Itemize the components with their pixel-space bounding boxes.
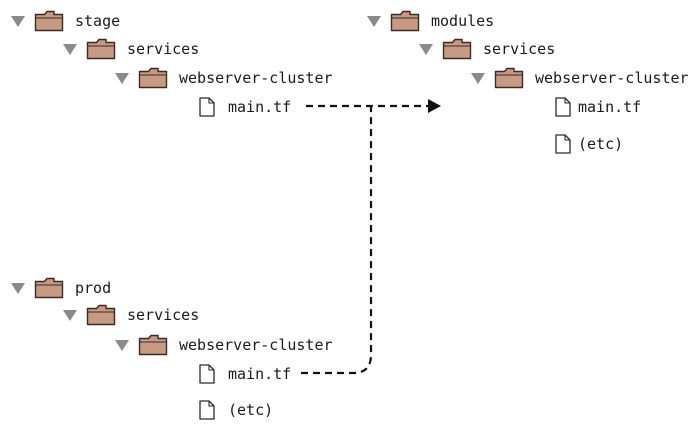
triangle-down-icon[interactable] (114, 71, 130, 85)
file-icon (555, 97, 571, 117)
arrow-prod-to-modules (301, 106, 373, 375)
folder-label-webserver-cluster: webserver-cluster (535, 69, 689, 87)
triangle-down-icon[interactable] (366, 14, 382, 28)
tree-row-modules-etc[interactable]: (etc) (555, 132, 623, 156)
folder-icon (138, 334, 168, 356)
triangle-down-icon[interactable] (418, 42, 434, 56)
tree-row-prod-cluster[interactable]: webserver-cluster (114, 333, 333, 357)
folder-icon (34, 277, 64, 299)
triangle-down-icon[interactable] (62, 308, 78, 322)
tree-row-modules-main[interactable]: main.tf (555, 95, 641, 119)
triangle-down-icon[interactable] (10, 281, 26, 295)
folder-label-webserver-cluster: webserver-cluster (179, 69, 333, 87)
folder-icon (138, 67, 168, 89)
file-icon (555, 134, 571, 154)
file-label-main-tf: main.tf (228, 365, 292, 383)
tree-row-stage-cluster[interactable]: webserver-cluster (114, 66, 333, 90)
file-label-main-tf: main.tf (228, 98, 292, 116)
folder-icon (390, 10, 420, 32)
tree-row-prod[interactable]: prod (10, 276, 111, 300)
file-label-etc: (etc) (228, 401, 274, 419)
triangle-down-icon[interactable] (470, 71, 486, 85)
triangle-down-icon[interactable] (62, 42, 78, 56)
folder-label-prod: prod (75, 279, 112, 297)
folder-icon (34, 10, 64, 32)
triangle-down-icon[interactable] (10, 14, 26, 28)
tree-row-modules-services[interactable]: services (418, 37, 555, 61)
triangle-down-icon[interactable] (114, 338, 130, 352)
folder-label-modules: modules (431, 12, 495, 30)
tree-row-stage[interactable]: stage (10, 9, 120, 33)
folder-label-stage: stage (75, 12, 121, 30)
tree-row-prod-etc[interactable]: (etc) (199, 398, 273, 422)
file-label-etc: (etc) (578, 135, 624, 153)
folder-label-services: services (127, 306, 200, 324)
folder-label-services: services (127, 40, 200, 58)
folder-icon (442, 38, 472, 60)
tree-row-modules-cluster[interactable]: webserver-cluster (470, 66, 689, 90)
file-icon (199, 97, 215, 117)
file-icon (199, 364, 215, 384)
arrow-head-icon (428, 99, 441, 113)
tree-row-prod-main[interactable]: main.tf (199, 362, 291, 386)
tree-row-stage-services[interactable]: services (62, 37, 199, 61)
folder-label-webserver-cluster: webserver-cluster (179, 336, 333, 354)
folder-icon (86, 38, 116, 60)
file-icon (199, 400, 215, 420)
folder-label-services: services (483, 40, 556, 58)
tree-row-prod-services[interactable]: services (62, 303, 199, 327)
folder-icon (86, 304, 116, 326)
folder-icon (494, 67, 524, 89)
file-label-main-tf: main.tf (578, 98, 642, 116)
tree-row-stage-main[interactable]: main.tf (199, 95, 291, 119)
tree-row-modules[interactable]: modules (366, 9, 494, 33)
